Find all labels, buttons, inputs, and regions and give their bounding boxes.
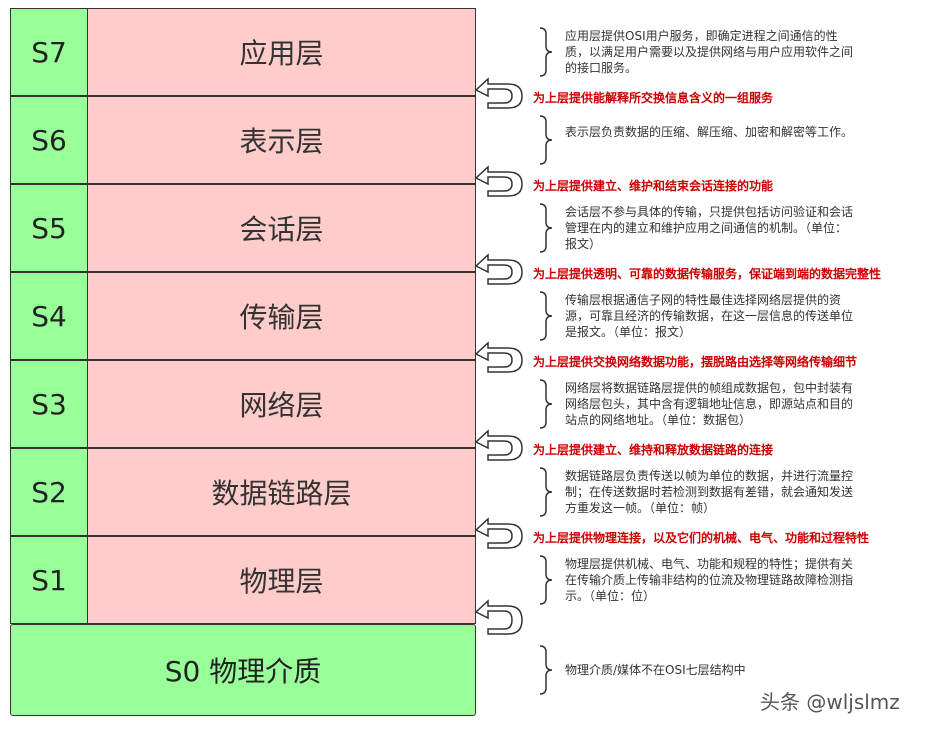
- brace-icons: [539, 27, 553, 695]
- layer-name: 网络层: [87, 360, 476, 448]
- layer-description: 表示层负责数据的压缩、解压缩、加密和解密等工作。: [565, 125, 854, 139]
- brace-icon: [539, 467, 553, 517]
- layer-s6: S6 表示层: [10, 96, 476, 184]
- u-turn-arrow-icon: [474, 165, 523, 197]
- brace-icon: [539, 379, 553, 429]
- brace-icon: [539, 27, 553, 77]
- layer-description: 传输层根据通信子网的特性最佳选择网络层提供的资源，可靠且经济的传输数据，在这一层…: [565, 293, 854, 339]
- layer-description: 网络层将数据链路层提供的帧组成数据包，包中封装有网络层包头，其中含有逻辑地址信息…: [565, 381, 854, 427]
- u-turn-arrow-icon: [474, 77, 523, 109]
- watermark: 头条 @wljslmz: [760, 690, 900, 714]
- interface-service-label: 为上层提供物理连接，以及它们的机械、电气、功能和过程特性: [533, 531, 870, 545]
- physical-medium-block: S0 物理介质: [10, 624, 476, 716]
- brace-icon: [539, 115, 553, 165]
- layer-id: S6: [10, 96, 88, 184]
- brace-icon: [539, 555, 553, 605]
- layer-s3: S3 网络层: [10, 360, 476, 448]
- layer-s4: S4 传输层: [10, 272, 476, 360]
- layer-id: S4: [10, 272, 88, 360]
- layer-s5: S5 会话层: [10, 184, 476, 272]
- brace-icon: [539, 203, 553, 253]
- layer-s7: S7 应用层: [10, 8, 476, 96]
- layer-id: S7: [10, 8, 88, 96]
- layer-description: 应用层提供OSI用户服务，即确定进程之间通信的性质，以满足用户需要以及提供网络与…: [565, 29, 854, 75]
- layer-name: 表示层: [87, 96, 476, 184]
- u-turn-arrow-icon: [474, 253, 523, 285]
- layer-description: 物理层提供机械、电气、功能和规程的特性；提供有关在传输介质上传输非结构的位流及物…: [565, 557, 854, 603]
- interface-service-label: 为上层提供交换网络数据功能，摆脱路由选择等网络传输细节: [533, 355, 858, 369]
- layer-name: 应用层: [87, 8, 476, 96]
- u-turn-arrow-icon: [474, 341, 523, 373]
- layer-s2: S2 数据链路层: [10, 448, 476, 536]
- interface-service-label: 为上层提供透明、可靠的数据传输服务，保证端到端的数据完整性: [533, 267, 882, 281]
- interface-service-label: 为上层提供建立、维持和释放数据链路的连接: [533, 443, 774, 457]
- layer-id: S3: [10, 360, 88, 448]
- brace-icon: [539, 645, 553, 695]
- layer-name: 传输层: [87, 272, 476, 360]
- medium-description: 物理介质/媒体不在OSI七层结构中: [565, 663, 746, 677]
- layer-name: 会话层: [87, 184, 476, 272]
- layer-name: 数据链路层: [87, 448, 476, 536]
- layer-id: S5: [10, 184, 88, 272]
- layer-s1: S1 物理层: [10, 536, 476, 624]
- interface-service-label: 为上层提供建立、维护和结束会话连接的功能: [533, 179, 774, 193]
- layer-id: S1: [10, 536, 88, 624]
- layer-description: 数据链路层负责传送以帧为单位的数据，并进行流量控制；在传送数据时若检测到数据有差…: [565, 469, 854, 515]
- arrow-icons: [474, 77, 523, 635]
- brace-icon: [539, 291, 553, 341]
- layer-name: 物理层: [87, 536, 476, 624]
- interface-service-label: 为上层提供能解释所交换信息含义的一组服务: [533, 91, 774, 105]
- u-turn-arrow-icon: [474, 599, 523, 635]
- layer-description: 会话层不参与具体的传输，只提供包括访问验证和会话管理在内的建立和维护应用之间通信…: [565, 205, 854, 251]
- u-turn-arrow-icon: [474, 429, 523, 461]
- u-turn-arrow-icon: [474, 517, 523, 549]
